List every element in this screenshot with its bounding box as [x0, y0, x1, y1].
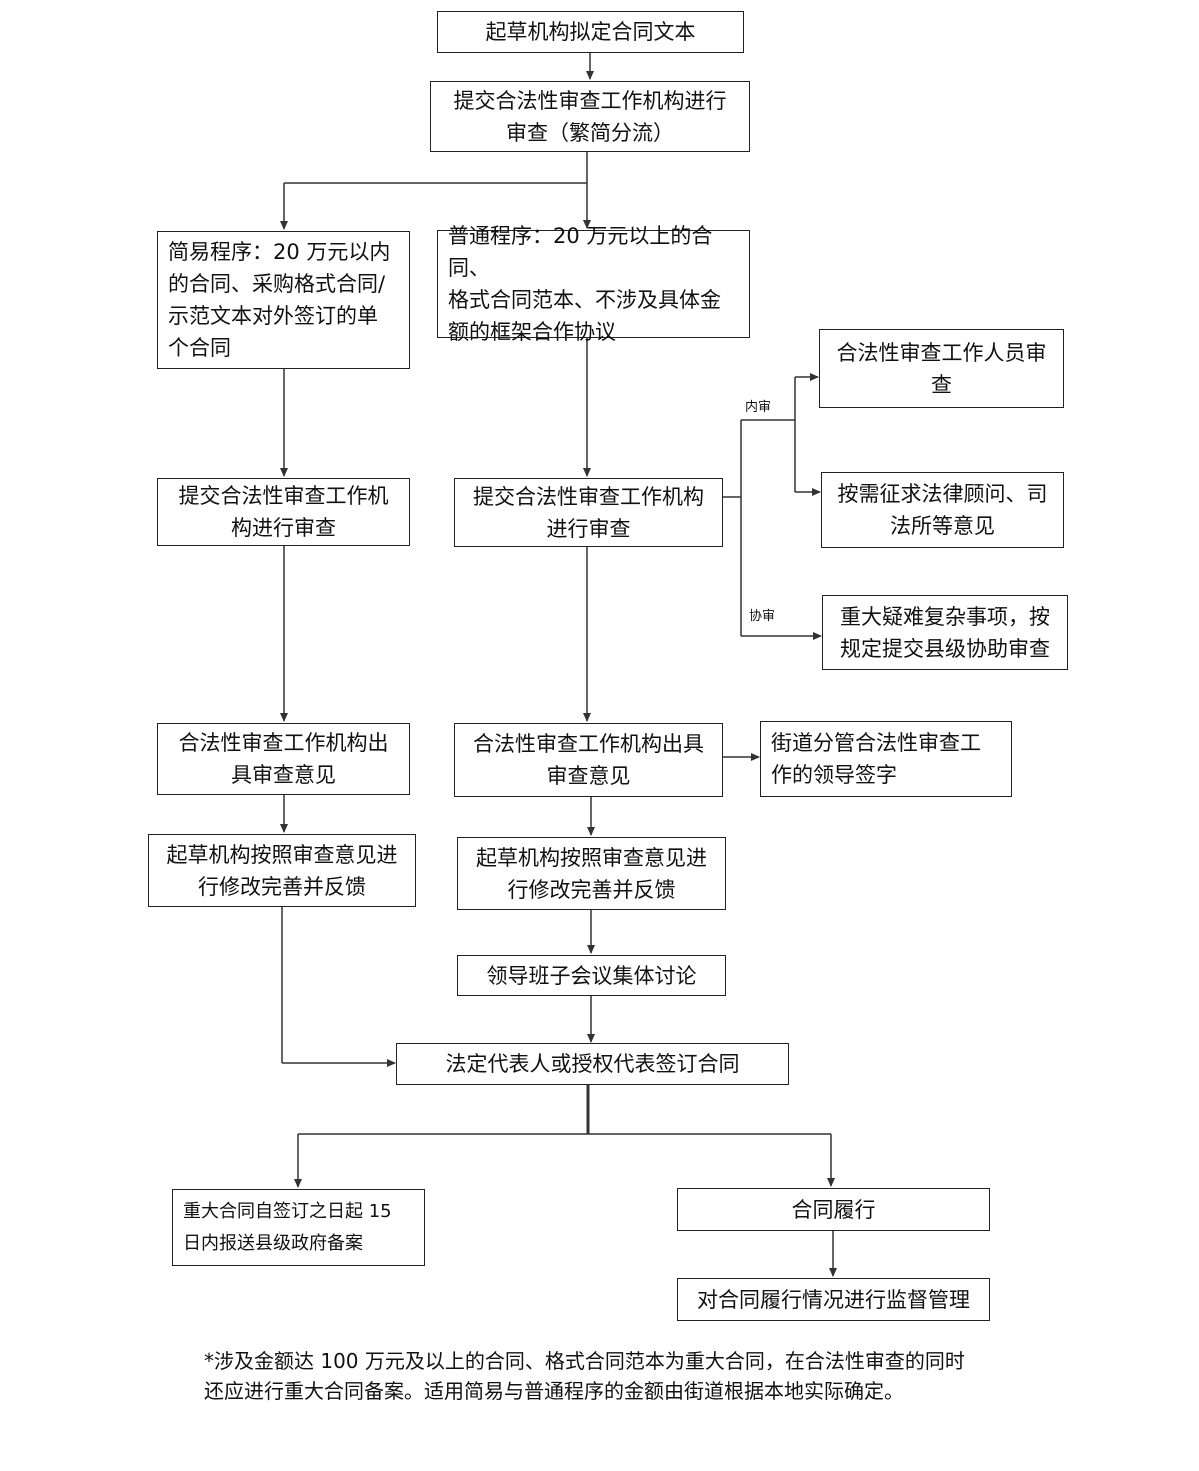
- node-filing: 重大合同自签订之日起 15 日内报送县级政府备案: [172, 1189, 425, 1266]
- edge-label-internal: 内审: [745, 400, 772, 415]
- node-staff-review: 合法性审查工作人员审 查: [819, 329, 1064, 408]
- node-normal-opinion: 合法性审查工作机构出具 审查意见: [454, 723, 723, 797]
- node-simple-procedure: 简易程序：20 万元以内 的合同、采购格式合同/ 示范文本对外签订的单 个合同: [157, 231, 410, 369]
- node-normal-submit: 提交合法性审查工作机构 进行审查: [454, 478, 723, 547]
- node-simple-revise: 起草机构按照审查意见进 行修改完善并反馈: [148, 834, 416, 907]
- node-sign-contract: 法定代表人或授权代表签订合同: [396, 1043, 789, 1085]
- footnote: *涉及金额达 100 万元及以上的合同、格式合同范本为重大合同，在合法性审查的同…: [204, 1349, 965, 1403]
- node-draft: 起草机构拟定合同文本: [437, 11, 744, 53]
- node-supervise: 对合同履行情况进行监督管理: [677, 1278, 990, 1321]
- node-legal-advice: 按需征求法律顾问、司 法所等意见: [821, 472, 1064, 548]
- node-leadership-discussion: 领导班子会议集体讨论: [457, 955, 726, 996]
- node-normal-procedure: 普通程序：20 万元以上的合同、 格式合同范本、不涉及具体金 额的框架合作协议: [437, 224, 750, 344]
- node-simple-opinion: 合法性审查工作机构出 具审查意见: [157, 723, 410, 795]
- node-street-sign: 街道分管合法性审查工 作的领导签字: [760, 721, 1012, 797]
- node-submit-review: 提交合法性审查工作机构进行 审查（繁简分流）: [430, 81, 750, 152]
- node-perform: 合同履行: [677, 1188, 990, 1231]
- node-simple-submit: 提交合法性审查工作机 构进行审查: [157, 478, 410, 546]
- node-normal-revise: 起草机构按照审查意见进 行修改完善并反馈: [457, 837, 726, 910]
- node-county-assist: 重大疑难复杂事项，按 规定提交县级协助审查: [822, 595, 1068, 670]
- edge-label-assist: 协审: [749, 609, 776, 624]
